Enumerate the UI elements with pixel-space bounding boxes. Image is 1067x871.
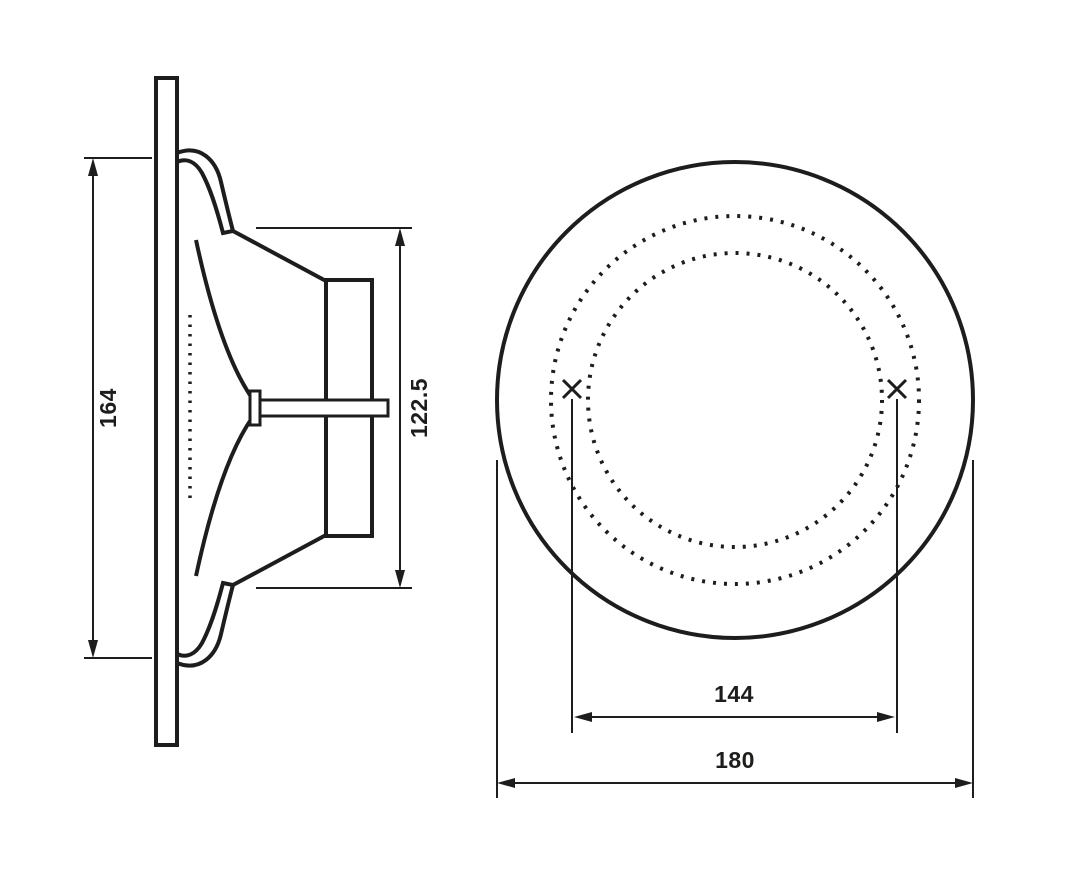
side-view: 164 122.5	[84, 76, 432, 747]
dimension-label-hole-spacing: 144	[714, 681, 754, 707]
surround-top	[175, 148, 236, 236]
arrowhead-left	[574, 712, 592, 722]
front-view: 144 180	[495, 160, 975, 798]
dimension-label-outer-diameter: 180	[715, 747, 755, 773]
mounting-flange	[154, 76, 179, 747]
dimension-outer-diameter: 180	[496, 460, 974, 798]
arrowhead-left	[497, 778, 515, 788]
cone-outline-bottom	[232, 533, 327, 587]
arrowhead-down	[88, 640, 98, 658]
x-stroke	[561, 378, 583, 400]
cone-profile-top	[194, 239, 254, 400]
dashed-circle-inner	[586, 251, 884, 549]
arrowhead-up	[395, 228, 405, 246]
x-mark-left	[561, 378, 583, 400]
arrowhead-down	[395, 570, 405, 588]
x-mark-right	[886, 378, 908, 400]
arrowhead-right	[877, 712, 895, 722]
x-stroke	[886, 378, 908, 400]
arrowhead-right	[955, 778, 973, 788]
dimension-hole-spacing: 144	[571, 399, 898, 733]
mounting-stem	[258, 398, 390, 418]
cone-outline-top	[232, 229, 327, 283]
dimension-label-overall-height: 164	[95, 388, 121, 428]
outer-circle	[495, 160, 975, 640]
dashed-circle-outer	[549, 214, 921, 586]
dimension-side-overall: 164	[84, 157, 152, 659]
dimension-label-inner-height: 122.5	[406, 378, 432, 438]
dimension-side-inner: 122.5	[256, 227, 432, 589]
cone-profile-bottom	[194, 416, 254, 577]
surround-bottom	[175, 580, 236, 668]
arrowhead-up	[88, 158, 98, 176]
